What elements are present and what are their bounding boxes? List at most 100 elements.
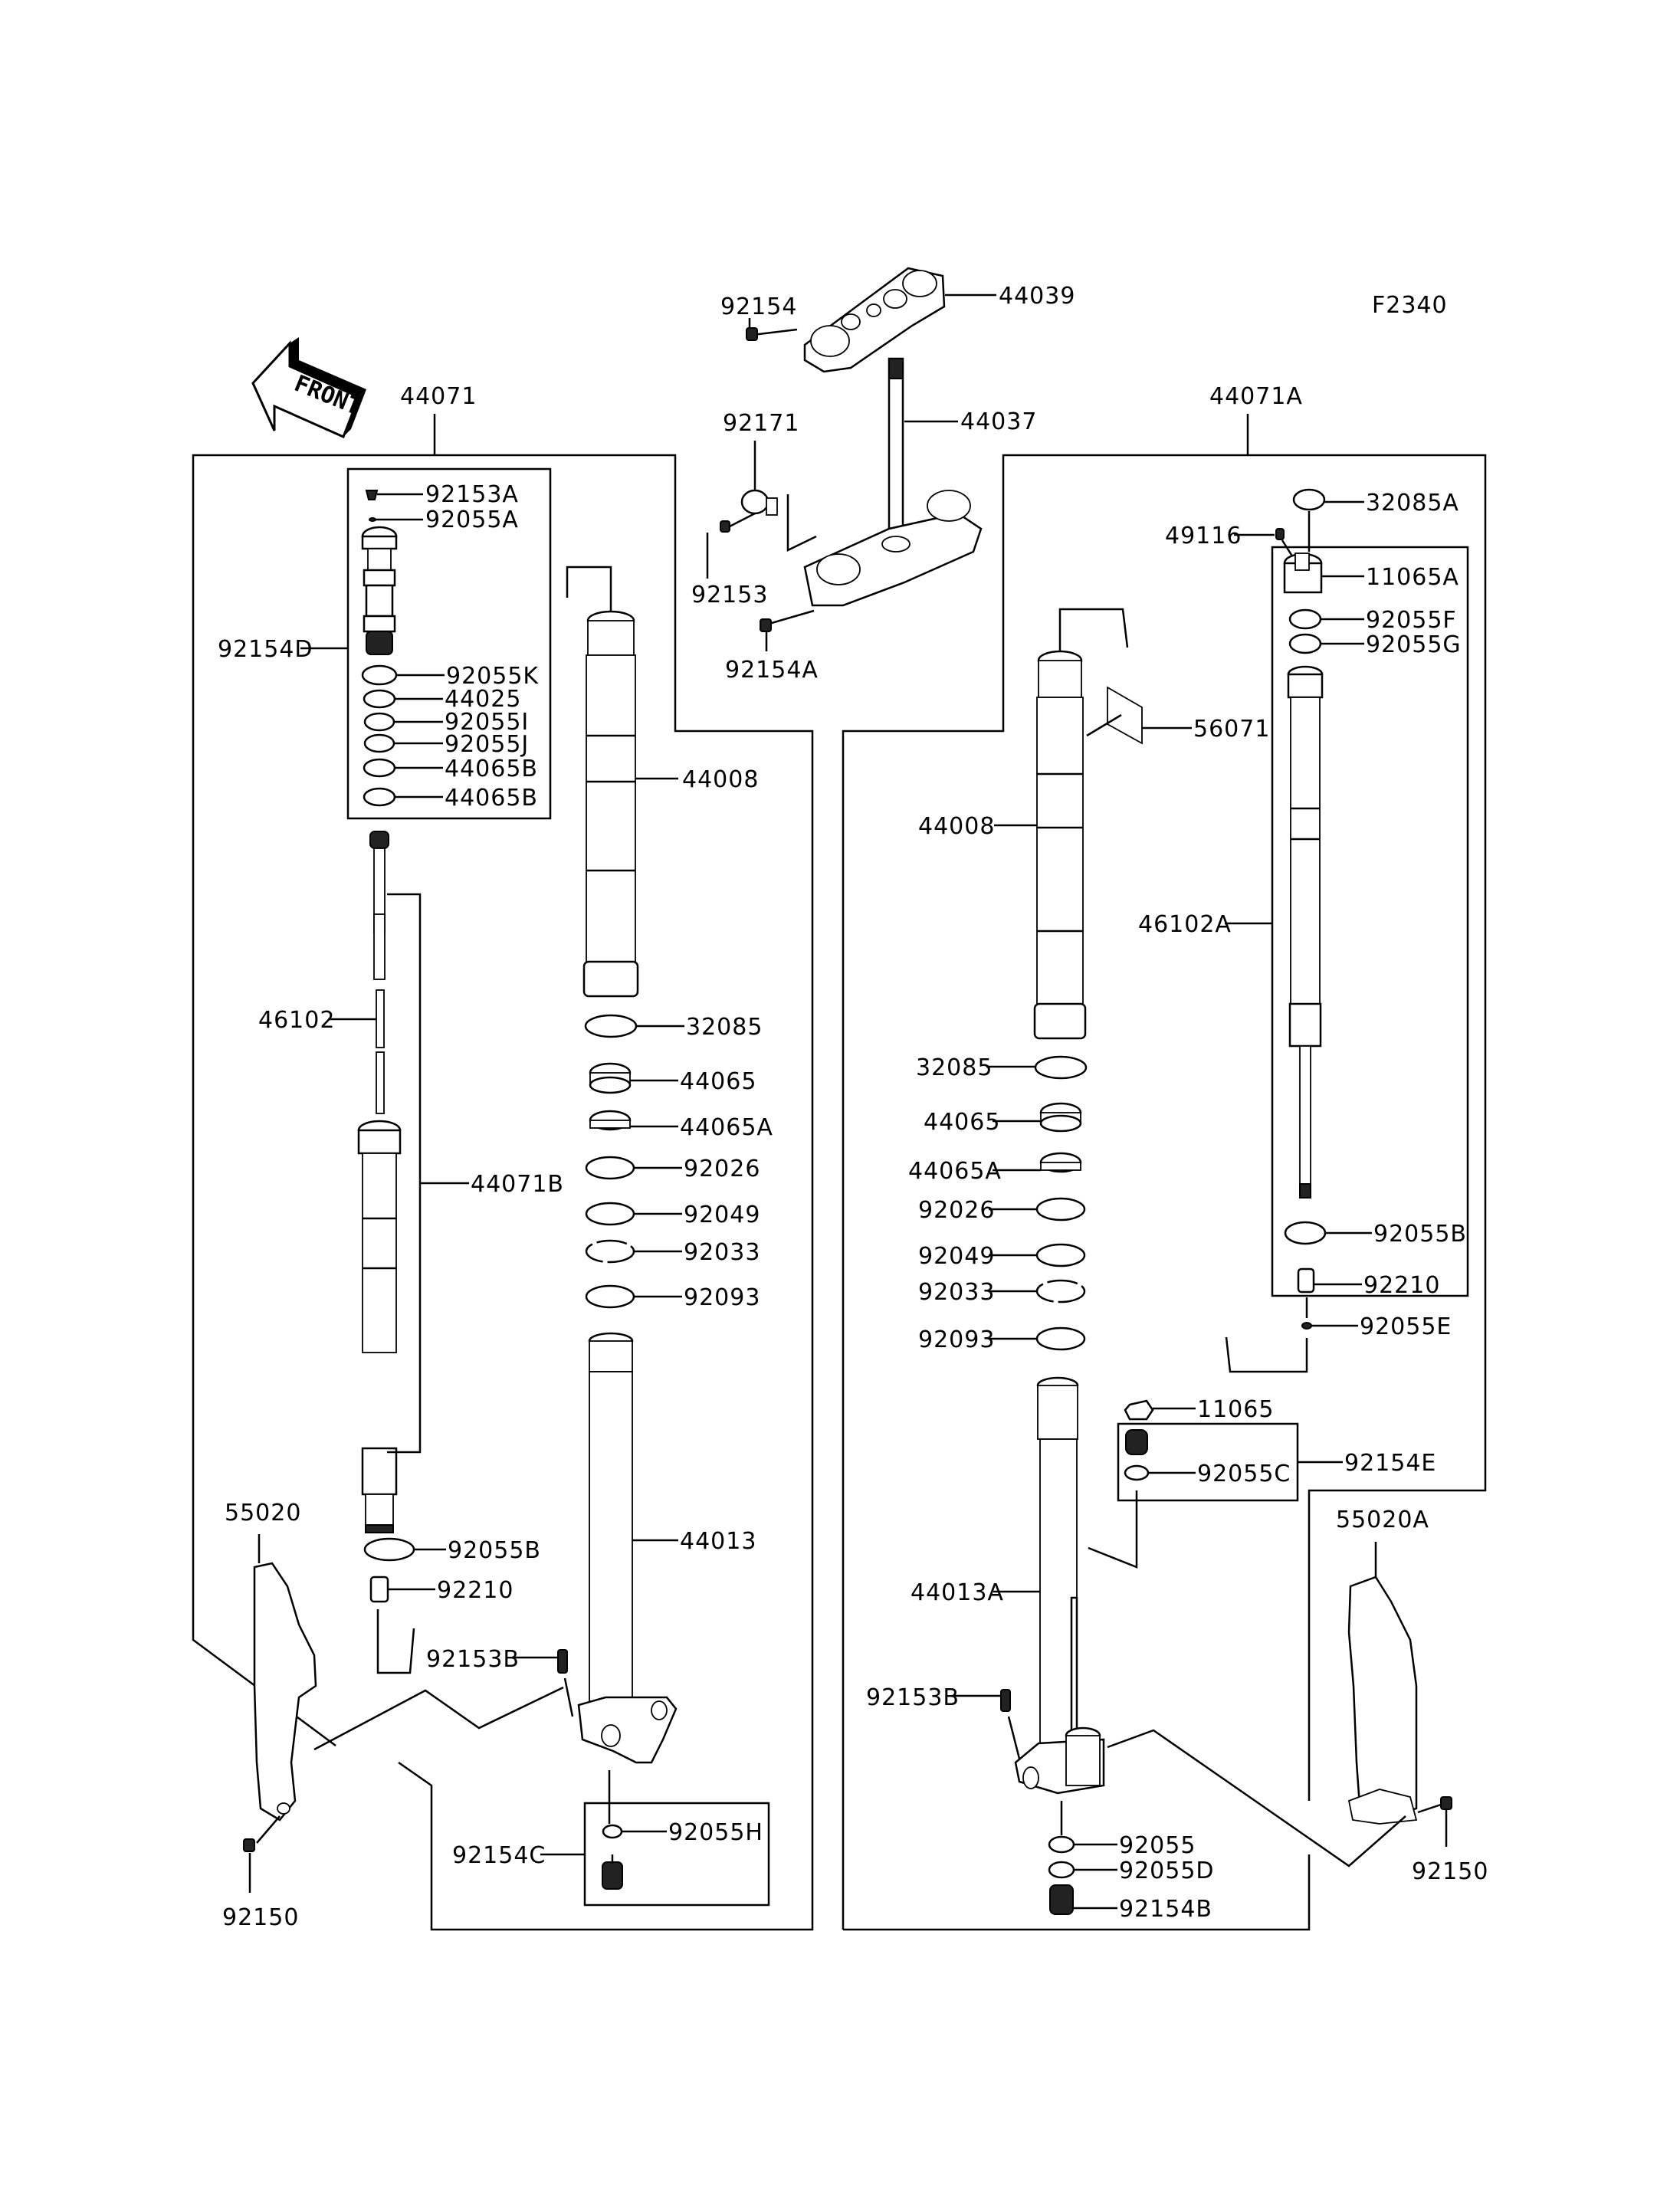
part-label-55020: 55020 xyxy=(225,1500,301,1526)
part-label-44013: 44013 xyxy=(680,1528,756,1555)
bottom-oring-part xyxy=(602,1824,623,1839)
part-label-32085-right: 32085 xyxy=(916,1054,993,1081)
part-label-92033-right: 92033 xyxy=(918,1279,995,1306)
assembly-label-44071A: 44071A xyxy=(1209,383,1303,410)
part-label-46102A: 46102A xyxy=(1138,911,1232,938)
part-label-32085A: 32085A xyxy=(1366,490,1459,516)
right-bottom-bolt-part xyxy=(1049,1884,1074,1915)
part-label-92055F: 92055F xyxy=(1366,607,1457,634)
right-bottom-orings xyxy=(1048,1835,1075,1879)
right-cap-part xyxy=(1283,553,1323,594)
part-label-92150-left: 92150 xyxy=(222,1904,299,1931)
part-label-44037: 44037 xyxy=(960,408,1037,435)
right-guard-bolt-part xyxy=(1417,1796,1452,1814)
front-arrow-icon: FRONT xyxy=(251,337,366,439)
part-label-44065A-left: 44065A xyxy=(680,1114,773,1141)
part-label-44013A: 44013A xyxy=(911,1579,1004,1606)
right-outer-tube-part xyxy=(1033,608,1129,1040)
left-cartridge-part xyxy=(357,1120,402,1533)
part-label-92055C: 92055C xyxy=(1197,1461,1291,1487)
part-label-92210-left: 92210 xyxy=(437,1577,514,1604)
part-label-92210-right: 92210 xyxy=(1363,1272,1440,1299)
part-label-44025: 44025 xyxy=(445,686,521,713)
part-label-92055K: 92055K xyxy=(446,663,539,690)
part-label-92150-right: 92150 xyxy=(1412,1858,1488,1885)
damper-rod-part xyxy=(369,831,389,1114)
part-label-92049-right: 92049 xyxy=(918,1243,995,1270)
left-outer-tube-part xyxy=(566,566,639,998)
part-label-44039: 44039 xyxy=(999,283,1075,310)
label-decal-part xyxy=(1086,686,1143,745)
right-axle-bolt-part xyxy=(1000,1689,1021,1759)
part-label-55020A: 55020A xyxy=(1336,1507,1429,1533)
part-label-92154B: 92154B xyxy=(1119,1896,1212,1923)
diagram-code: F2340 xyxy=(1372,292,1448,319)
bracket-line xyxy=(387,893,422,1454)
part-label-11065A: 11065A xyxy=(1366,564,1459,591)
left-fork-frame xyxy=(192,454,814,1931)
part-label-92171: 92171 xyxy=(723,410,799,437)
right-collar-part xyxy=(1297,1267,1315,1294)
part-label-92026-left: 92026 xyxy=(684,1156,760,1182)
left-inner-tube-part xyxy=(577,1332,678,1764)
part-label-44008-right: 44008 xyxy=(918,813,995,840)
right-inner-tube-part xyxy=(1014,1376,1105,1795)
upper-bolt-part xyxy=(746,327,798,341)
part-label-44065B-2: 44065B xyxy=(445,785,538,812)
part-label-44008-left: 44008 xyxy=(682,766,759,793)
kit-e-oring-part xyxy=(1124,1464,1150,1481)
clamp-bolt-part xyxy=(720,512,756,533)
part-label-44065-right: 44065 xyxy=(924,1109,1000,1136)
bottom-kit-box xyxy=(583,1802,770,1907)
cap-screw-part xyxy=(365,490,379,500)
right-oring-b-part xyxy=(1284,1221,1327,1245)
part-label-92055A: 92055A xyxy=(425,507,519,533)
right-top-ring-part xyxy=(1292,488,1326,511)
cap-kit-box xyxy=(346,467,552,820)
clamp-part xyxy=(740,489,817,552)
part-label-92093-right: 92093 xyxy=(918,1326,995,1353)
cap-oring-part xyxy=(369,517,376,522)
part-label-56071: 56071 xyxy=(1193,716,1270,743)
part-label-92153B-left: 92153B xyxy=(426,1646,520,1673)
steering-stem-part xyxy=(803,357,983,607)
part-label-92055-right: 92055 xyxy=(1119,1832,1196,1859)
right-fork-guard-part xyxy=(1347,1576,1418,1825)
part-label-32085-left: 32085 xyxy=(686,1014,763,1041)
left-seal-stack xyxy=(584,1014,638,1309)
part-label-92049-left: 92049 xyxy=(684,1202,760,1228)
part-label-44071B: 44071B xyxy=(471,1171,564,1198)
lower-bolt-part xyxy=(760,609,815,632)
right-cap-orings xyxy=(1288,608,1322,654)
right-fork-frame-b xyxy=(843,1854,1311,1931)
part-label-92154E: 92154E xyxy=(1344,1450,1436,1477)
part-label-92033-left: 92033 xyxy=(684,1239,760,1266)
part-label-92055B-right: 92055B xyxy=(1373,1221,1467,1248)
right-cartridge-part xyxy=(1287,665,1324,1199)
left-oring-b-part xyxy=(363,1537,415,1562)
part-label-44065A-right: 44065A xyxy=(908,1158,1002,1185)
part-label-49116: 49116 xyxy=(1165,523,1242,549)
right-seal-stack xyxy=(1034,1055,1088,1351)
left-guard-bolt-part xyxy=(243,1815,281,1852)
bottom-bolt-part xyxy=(602,1854,623,1890)
part-label-92055E: 92055E xyxy=(1360,1313,1452,1340)
part-label-92055J: 92055J xyxy=(445,731,529,758)
left-collar-part xyxy=(369,1576,389,1603)
part-label-92055I: 92055I xyxy=(445,709,529,736)
part-label-92154A: 92154A xyxy=(725,657,819,684)
assembly-label-44071: 44071 xyxy=(400,383,477,410)
part-label-44065-left: 44065 xyxy=(680,1068,756,1095)
kit-e-plug-part xyxy=(1125,1429,1148,1455)
right-fork-frame-a xyxy=(842,454,1487,1930)
part-label-92055B-left: 92055B xyxy=(448,1537,541,1564)
part-label-92154C: 92154C xyxy=(452,1842,546,1869)
cap-valve-part xyxy=(361,526,398,655)
part-label-92153A: 92153A xyxy=(425,481,519,508)
bracket-line xyxy=(376,1609,415,1674)
upper-bracket-part xyxy=(803,267,946,373)
cap-ring-stack xyxy=(361,664,398,807)
part-label-11065: 11065 xyxy=(1197,1396,1274,1423)
part-label-44065B-1: 44065B xyxy=(445,756,538,782)
